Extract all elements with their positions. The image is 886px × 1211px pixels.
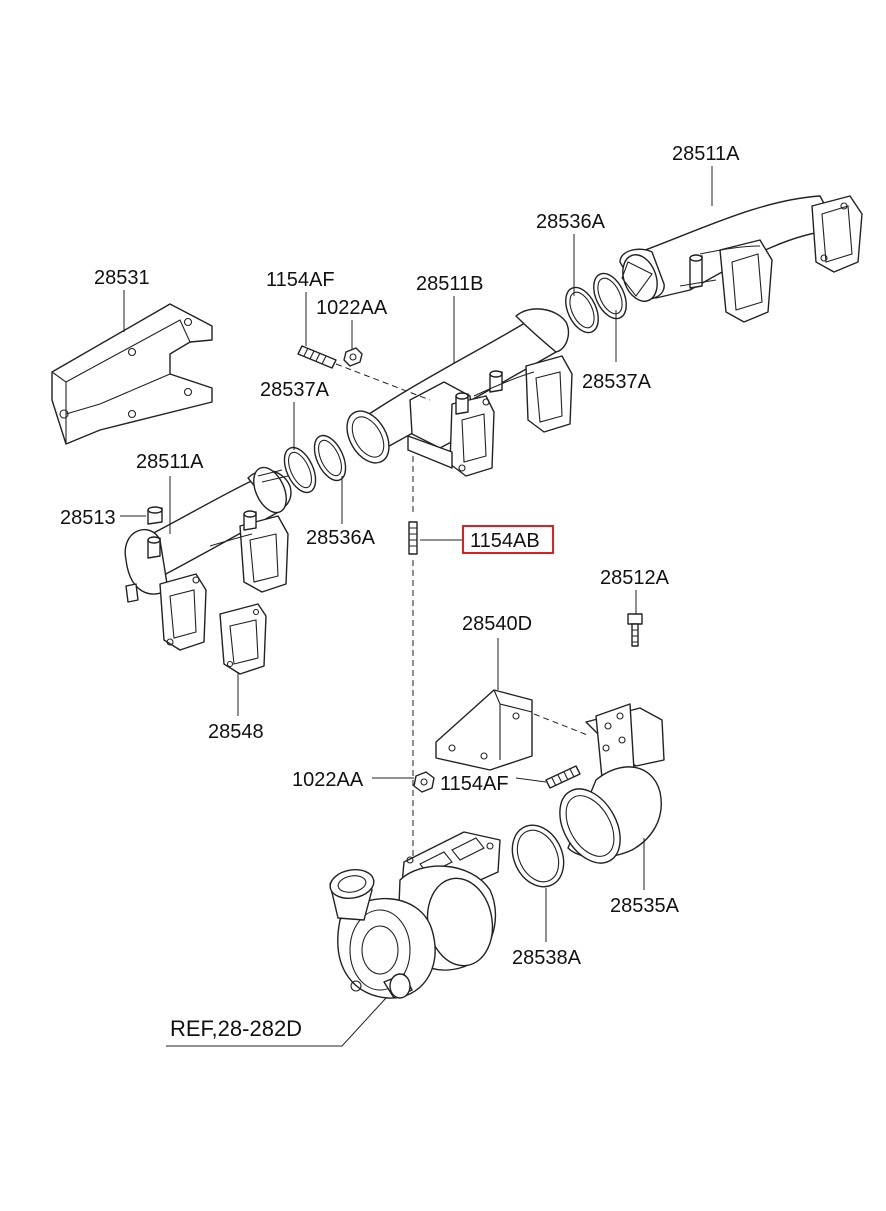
label-nut-bottom[interactable]: 1022AA	[292, 769, 364, 791]
label-heat-shield[interactable]: 28531	[94, 267, 150, 289]
label-seal-rear[interactable]: 28537A	[582, 371, 652, 393]
bolt-part	[627, 613, 643, 647]
label-manifold-front[interactable]: 28511A	[136, 451, 204, 473]
nut-bottom-part	[413, 771, 435, 793]
bracket-dash	[533, 713, 591, 737]
label-manifold-center[interactable]: 28511B	[416, 273, 483, 295]
stud-top-part	[297, 345, 337, 369]
label-nut-top[interactable]: 1022AA	[316, 297, 388, 319]
stud-bottom-part	[545, 765, 581, 789]
bracket-part	[435, 689, 533, 771]
label-seal-front[interactable]: 28537A	[260, 379, 330, 401]
center-manifold-part	[346, 308, 573, 477]
seal-front-part	[283, 446, 317, 494]
label-turbo-ref[interactable]: REF,28-282D	[170, 1016, 302, 1041]
label-ring-turbo[interactable]: 28538A	[512, 947, 582, 969]
label-bracket[interactable]: 28540D	[462, 613, 532, 635]
label-plug[interactable]: 28513	[60, 507, 116, 529]
stud-highlighted-part	[408, 521, 418, 555]
label-stud-highlighted[interactable]: 1154AB	[470, 530, 540, 552]
elbow-pipe-part	[559, 703, 665, 864]
label-elbow-pipe[interactable]: 28535A	[610, 895, 680, 917]
label-stud-top[interactable]: 1154AF	[266, 269, 335, 291]
nut-top-part	[343, 347, 363, 367]
heat-shield-part	[51, 303, 213, 445]
front-manifold-part	[124, 466, 292, 651]
highlight-box	[462, 525, 554, 554]
ring-turbo-part	[511, 824, 565, 888]
label-ring-front[interactable]: 28536A	[306, 527, 376, 549]
label-ring-rear[interactable]: 28536A	[536, 211, 606, 233]
gasket-part	[219, 603, 267, 675]
rear-manifold-part	[619, 195, 863, 323]
leader-lines	[120, 166, 713, 1047]
label-stud-bottom[interactable]: 1154AF	[440, 773, 509, 795]
ring-front-part	[313, 434, 347, 482]
label-gasket[interactable]: 28548	[208, 721, 264, 743]
label-bolt[interactable]: 28512A	[600, 567, 670, 589]
stud-top-dash	[335, 363, 431, 401]
plug-part	[147, 506, 163, 525]
label-manifold-rear[interactable]: 28511A	[672, 143, 740, 165]
seal-rear-part	[593, 272, 627, 320]
turbocharger-part	[329, 831, 501, 999]
